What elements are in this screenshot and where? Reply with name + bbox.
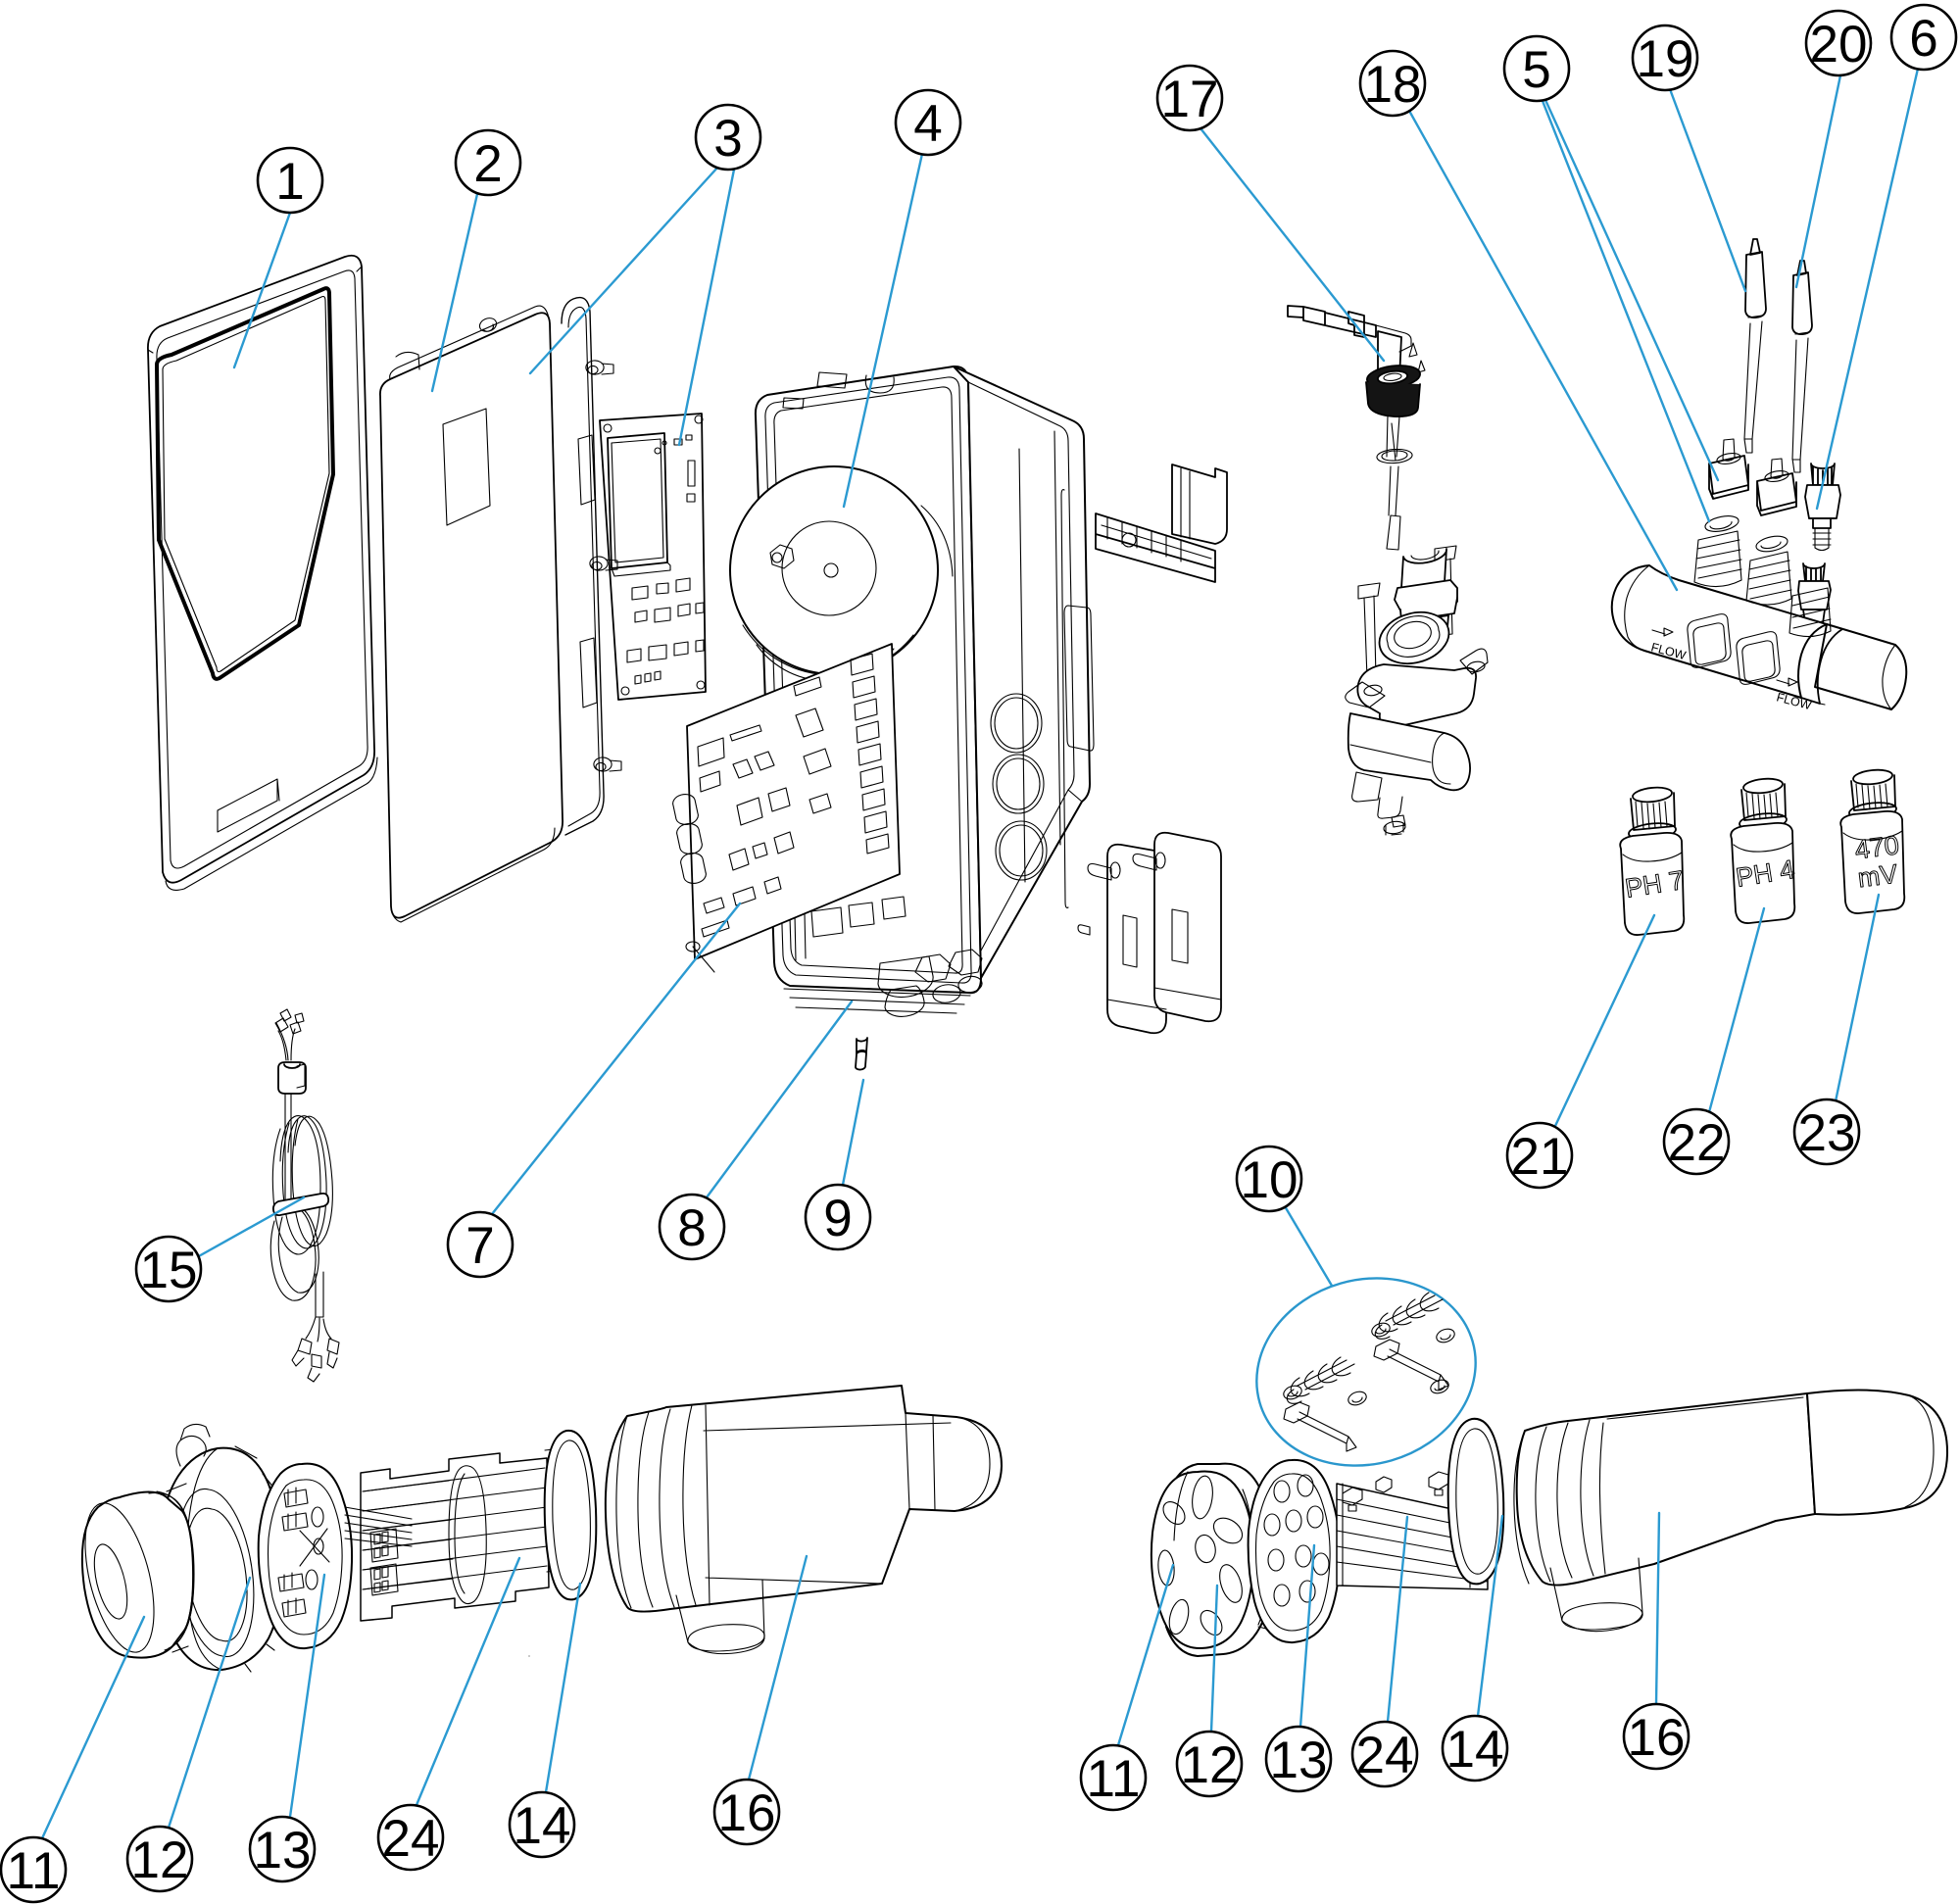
svg-text:4: 4 [913, 95, 942, 153]
svg-text:1: 1 [275, 153, 304, 211]
svg-text:9: 9 [823, 1190, 852, 1247]
svg-text:23: 23 [1798, 1104, 1856, 1162]
svg-text:24: 24 [382, 1810, 440, 1868]
svg-text:13: 13 [254, 1822, 312, 1880]
svg-text:22: 22 [1668, 1114, 1726, 1172]
svg-text:2: 2 [473, 135, 502, 193]
svg-text:5: 5 [1522, 41, 1550, 99]
svg-text:19: 19 [1637, 30, 1694, 88]
svg-text:7: 7 [466, 1217, 494, 1275]
svg-text:14: 14 [1446, 1721, 1504, 1779]
svg-text:6: 6 [1909, 10, 1937, 68]
svg-text:12: 12 [1181, 1736, 1239, 1794]
svg-text:16: 16 [718, 1784, 776, 1842]
svg-text:12: 12 [131, 1831, 189, 1889]
svg-text:13: 13 [1270, 1732, 1328, 1789]
svg-text:11: 11 [6, 1842, 60, 1900]
svg-text:20: 20 [1810, 16, 1868, 73]
svg-text:mV: mV [1856, 859, 1899, 894]
svg-text:11: 11 [1086, 1750, 1140, 1808]
svg-text:16: 16 [1628, 1709, 1686, 1767]
svg-text:8: 8 [677, 1199, 706, 1257]
svg-text:14: 14 [514, 1797, 571, 1855]
svg-text:15: 15 [140, 1242, 198, 1299]
svg-text:21: 21 [1511, 1128, 1569, 1186]
svg-text:17: 17 [1161, 71, 1219, 128]
svg-text:18: 18 [1364, 56, 1422, 114]
svg-text:3: 3 [713, 110, 742, 168]
svg-text:470: 470 [1853, 830, 1900, 864]
svg-text:10: 10 [1241, 1151, 1298, 1209]
svg-text:24: 24 [1356, 1727, 1414, 1784]
